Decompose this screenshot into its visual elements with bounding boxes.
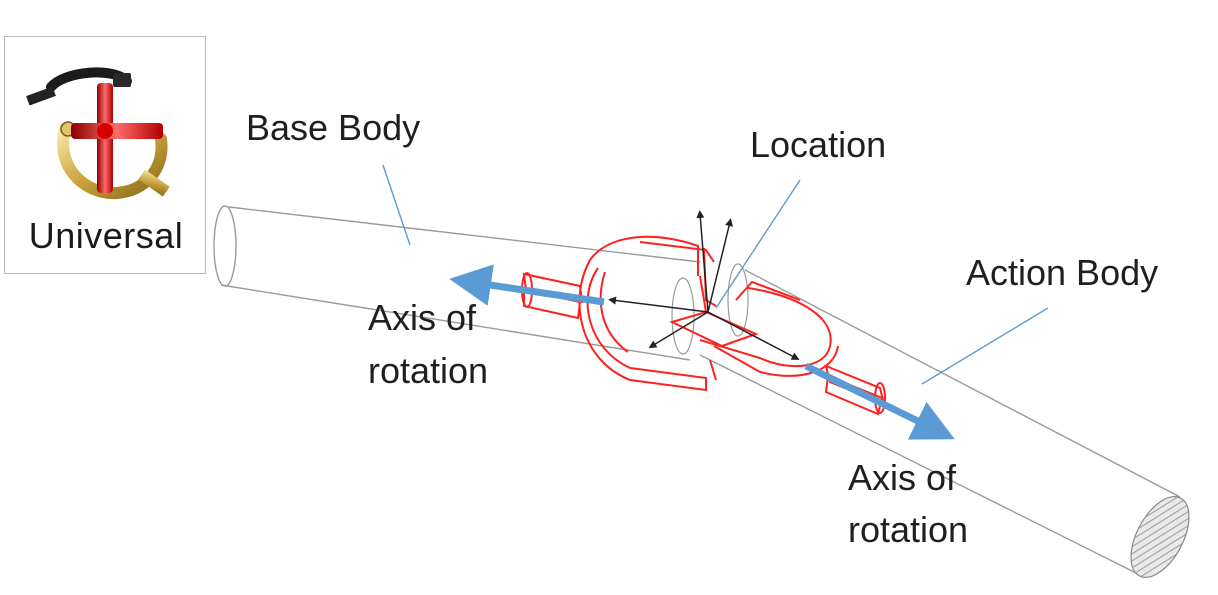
base-body-cylinder [213, 205, 701, 361]
axis-arrow-right [804, 362, 955, 440]
label-axis-left-line2: rotation [368, 350, 488, 391]
axis-arrow-left [449, 264, 605, 306]
label-location: Location [750, 124, 886, 165]
tool-label: Universal [28, 215, 184, 256]
label-base-body: Base Body [246, 107, 420, 148]
universal-joint-wireframe [521, 235, 886, 416]
label-axis-left-line1: Axis of [368, 297, 477, 338]
universal-joint-tool-card[interactable]: Universal [4, 36, 206, 274]
leader-location [715, 179, 801, 309]
leader-action-body [921, 307, 1049, 385]
location-triad [608, 210, 800, 360]
universal-joint-icon [26, 67, 170, 200]
label-axis-right-line2: rotation [848, 509, 968, 550]
leader-base-body [382, 164, 411, 246]
label-action-body: Action Body [966, 252, 1158, 293]
label-axis-right-line1: Axis of [848, 457, 957, 498]
leader-lines [382, 164, 1049, 385]
